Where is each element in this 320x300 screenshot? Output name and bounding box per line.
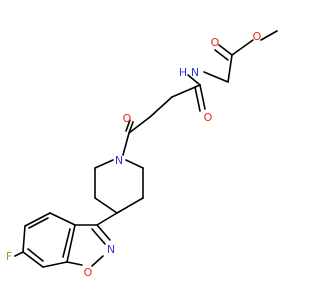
- atom-label-amide-nh-n: N: [191, 66, 199, 79]
- atom-label-ester-o-carbonyl: O: [211, 36, 220, 49]
- atom-label-isoxazole-n: N: [107, 243, 115, 256]
- atom-label-isoxazole-o: O: [84, 266, 93, 279]
- atom-label-piperidine-n: N: [115, 154, 123, 167]
- molecule-structure-diagram: O O H N O O N N O F: [6, 30, 278, 279]
- atom-label-amide-o: O: [204, 111, 213, 124]
- atom-label-ketone-o: O: [123, 112, 132, 125]
- atom-label-ester-o-methoxy: O: [253, 30, 262, 43]
- atom-label-amide-nh-h: H: [179, 66, 187, 79]
- bond-lines: [14, 30, 278, 268]
- atom-labels: O O H N O O N N O F: [6, 30, 262, 279]
- atom-label-fluorine: F: [6, 250, 12, 263]
